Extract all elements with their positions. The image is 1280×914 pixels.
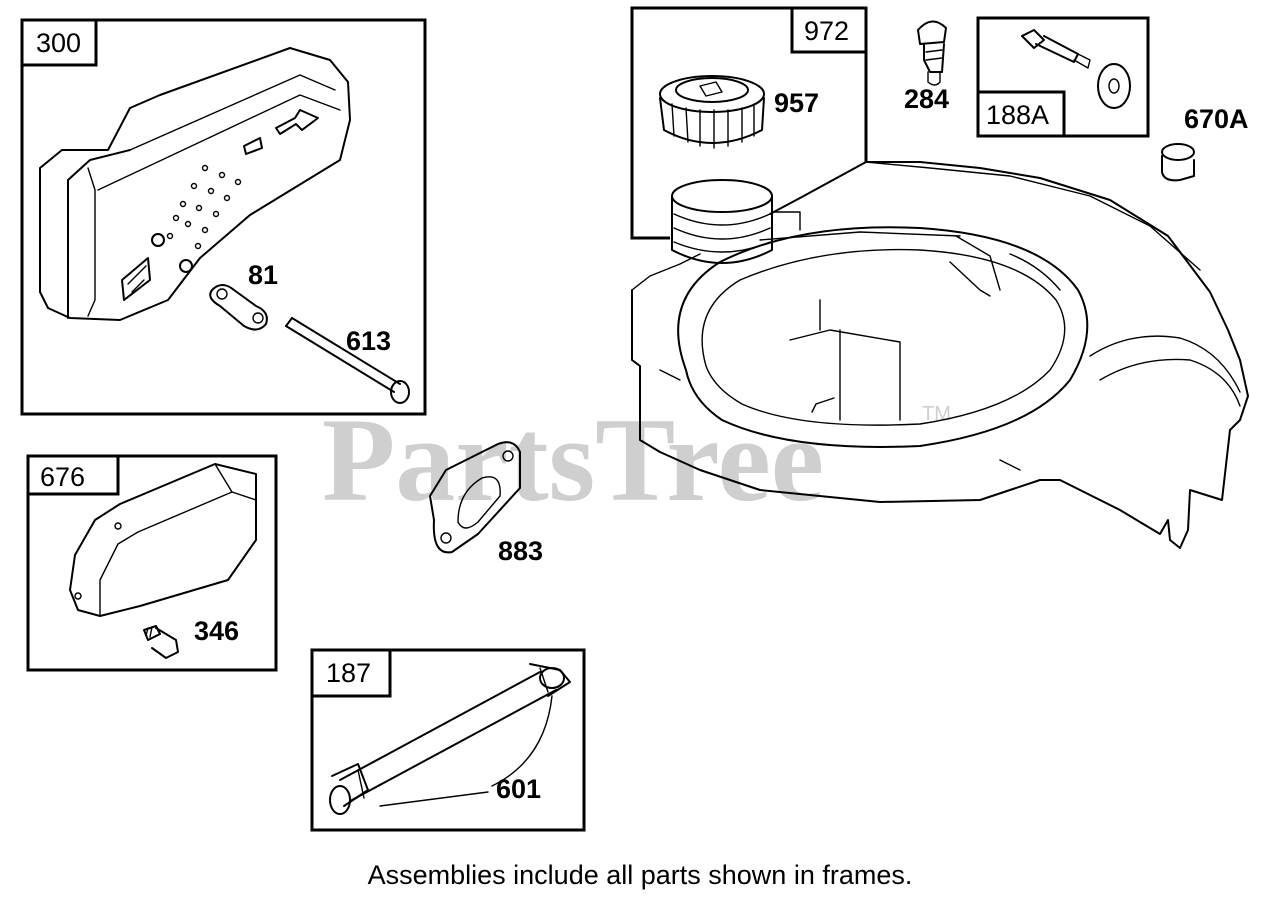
guard-drawing xyxy=(69,463,257,617)
label-81: 81 xyxy=(248,260,278,290)
label-346: 346 xyxy=(194,616,239,646)
frame-676-tab xyxy=(26,454,120,496)
label-670A: 670A xyxy=(1184,104,1249,134)
frame-676-border xyxy=(26,454,278,672)
leader-601-b xyxy=(491,695,553,787)
frame-187: 187 601 xyxy=(310,648,586,832)
frame-300-border xyxy=(20,18,427,416)
blower-housing-drawing xyxy=(631,161,1249,549)
label-957: 957 xyxy=(774,88,819,118)
frame-188A: 188A xyxy=(976,16,1150,138)
part-284-bolt xyxy=(917,20,947,86)
frame-300: 300 81 xyxy=(20,18,427,416)
part-188A-bolt xyxy=(1021,29,1091,69)
part-670A-bushing xyxy=(1161,143,1195,182)
frame-300-label: 300 xyxy=(36,28,81,58)
frame-676-label: 676 xyxy=(40,462,85,492)
label-613: 613 xyxy=(346,326,391,356)
frame-972: 972 957 xyxy=(630,6,868,264)
part-883-gasket xyxy=(429,441,521,554)
part-613-pin xyxy=(285,317,410,404)
part-81-gasket xyxy=(209,284,268,331)
tank-neck-drawing xyxy=(671,179,801,264)
frame-300-tab xyxy=(20,18,98,67)
part-188A-washer xyxy=(1097,63,1131,109)
label-601: 601 xyxy=(496,774,541,804)
frame-187-border xyxy=(310,648,586,832)
fuel-line-drawing xyxy=(329,663,571,815)
frame-972-border xyxy=(630,6,868,240)
label-284: 284 xyxy=(904,84,949,114)
part-346-screw xyxy=(143,625,179,659)
frame-188A-tab xyxy=(976,90,1066,138)
label-883: 883 xyxy=(498,536,543,566)
frame-972-label: 972 xyxy=(804,16,849,46)
frame-676: 676 346 xyxy=(26,454,278,672)
muffler-drawing xyxy=(39,47,351,321)
frame-187-label: 187 xyxy=(326,658,371,688)
diagram-caption: Assemblies include all parts shown in fr… xyxy=(367,860,913,890)
frame-188A-label: 188A xyxy=(986,100,1049,130)
frame-187-tab xyxy=(310,648,392,698)
part-957-fuel-cap xyxy=(659,75,765,149)
frame-972-tab xyxy=(790,6,868,54)
leader-601-a xyxy=(379,791,489,807)
